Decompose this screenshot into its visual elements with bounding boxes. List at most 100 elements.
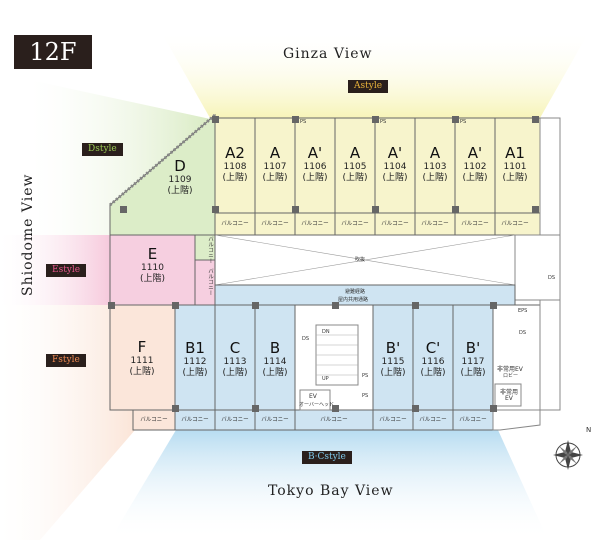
emergency-ev-label: 非常用EV: [497, 366, 523, 373]
ps-label: PS: [460, 119, 467, 125]
unit-1112[interactable]: B1 1112 (上階): [175, 340, 215, 379]
unit-number: 1113: [223, 357, 247, 367]
balcony-label: バルコニー: [301, 221, 329, 227]
unit-note: (上階): [382, 173, 408, 183]
unit-type: A1: [505, 144, 525, 162]
unit-number: 1102: [463, 162, 487, 172]
side-balcony-label: バルコニー: [207, 268, 213, 296]
unit-note: (上階): [380, 368, 406, 378]
unit-1107[interactable]: A 1107 (上階): [255, 145, 295, 184]
ps-label: PS: [362, 393, 369, 399]
up-label: UP: [322, 376, 329, 382]
corridor-sub-label: 屋内共用通路: [338, 297, 369, 303]
unit-a2[interactable]: A2 1108 (上階): [215, 145, 255, 184]
dn-label: DN: [322, 329, 330, 335]
unit-number: 1106: [303, 162, 327, 172]
unit-type: B': [385, 339, 401, 357]
unit-1116[interactable]: C' 1116 (上階): [413, 340, 453, 379]
balcony-label: バルコニー: [140, 417, 168, 423]
unit-number: 1111: [130, 356, 154, 366]
side-balcony-label: バルコニー: [207, 236, 213, 264]
unit-type: A2: [225, 144, 245, 162]
e-style-tag: Estyle: [46, 264, 87, 277]
balcony-label: バルコニー: [181, 417, 209, 423]
ginza-view-label: Ginza View: [283, 46, 373, 62]
unit-number: 1114: [263, 357, 287, 367]
void-label: 吹抜: [355, 257, 366, 263]
bc-style-tag: B·Cstyle: [302, 451, 352, 464]
ev-sub-label: オーバーヘッド: [299, 402, 334, 408]
unit-note: (上階): [422, 173, 448, 183]
unit-note: (上階): [222, 368, 248, 378]
unit-number: 1117: [461, 357, 485, 367]
unit-number: 1110: [141, 263, 164, 273]
unit-1113[interactable]: C 1113 (上階): [215, 340, 255, 379]
unit-1103[interactable]: A 1103 (上階): [415, 145, 455, 184]
unit-type: B1: [185, 339, 205, 357]
balcony-label: バルコニー: [221, 417, 249, 423]
unit-1115[interactable]: B' 1115 (上階): [373, 340, 413, 379]
balcony-label: バルコニー: [459, 417, 487, 423]
unit-number: 1116: [421, 357, 445, 367]
unit-1106[interactable]: A' 1106 (上階): [295, 145, 335, 184]
unit-1102[interactable]: A' 1102 (上階): [455, 145, 495, 184]
unit-1117[interactable]: B' 1117 (上階): [453, 340, 493, 379]
unit-note: (上階): [262, 368, 288, 378]
emergency-ev-sub-label: ロビー: [503, 373, 519, 379]
unit-type: A': [467, 144, 483, 162]
compass-rose: [553, 440, 583, 470]
balcony-label: バルコニー: [379, 417, 407, 423]
unit-note: (上階): [460, 368, 486, 378]
unit-number: 1104: [383, 162, 407, 172]
unit-type: A': [387, 144, 403, 162]
unit-type: A: [349, 144, 361, 162]
unit-1111[interactable]: F 1111 (上階): [112, 339, 172, 378]
unit-number: 1107: [263, 162, 287, 172]
tokyo-bay-view-cone: [110, 430, 548, 540]
unit-1109[interactable]: D 1109 (上階): [150, 158, 210, 197]
ginza-view-cone: [160, 30, 590, 118]
unit-type: A': [307, 144, 323, 162]
unit-type: D: [174, 157, 186, 175]
unit-number: 1115: [381, 357, 405, 367]
unit-type: B': [465, 339, 481, 357]
balcony-label: バルコニー: [261, 221, 289, 227]
ps-label: PS: [362, 373, 369, 379]
f-style-tag: Fstyle: [46, 354, 86, 367]
balcony-label: バルコニー: [261, 417, 289, 423]
tokyo-bay-view-label: Tokyo Bay View: [268, 483, 394, 499]
balcony-label: バルコニー: [461, 221, 489, 227]
ps-label: PS: [380, 119, 387, 125]
unit-note: (上階): [182, 368, 208, 378]
balcony-label: バルコニー: [381, 221, 409, 227]
corridor-label: 避難経路: [345, 289, 366, 295]
eps-label: EPS: [518, 308, 528, 314]
unit-type: F: [137, 338, 147, 356]
unit-type: A: [429, 144, 441, 162]
ds-label: DS: [519, 330, 527, 336]
emergency-ev2-sub-label: EV: [505, 395, 513, 402]
unit-note: (上階): [462, 173, 488, 183]
unit-number: 1101: [503, 162, 527, 172]
unit-note: (上階): [342, 173, 368, 183]
unit-1110[interactable]: E 1110 (上階): [120, 246, 185, 285]
unit-1101[interactable]: A1 1101 (上階): [495, 145, 535, 184]
unit-note: (上階): [222, 173, 248, 183]
unit-type: B: [269, 339, 281, 357]
unit-number: 1109: [168, 175, 192, 185]
unit-1104[interactable]: A' 1104 (上階): [375, 145, 415, 184]
balcony-label: バルコニー: [419, 417, 447, 423]
unit-note: (上階): [139, 274, 166, 284]
ds-label: DS: [548, 275, 556, 281]
unit-1105[interactable]: A 1105 (上階): [335, 145, 375, 184]
ev-label: EV: [309, 393, 317, 400]
unit-type: E: [147, 245, 158, 263]
emergency-ev2-label: 非常用: [500, 389, 519, 396]
unit-note: (上階): [420, 368, 446, 378]
unit-number: 1112: [183, 357, 207, 367]
unit-note: (上階): [129, 367, 155, 377]
unit-type: C': [425, 339, 441, 357]
unit-1114[interactable]: B 1114 (上階): [255, 340, 295, 379]
balcony-label: バルコニー: [221, 221, 249, 227]
